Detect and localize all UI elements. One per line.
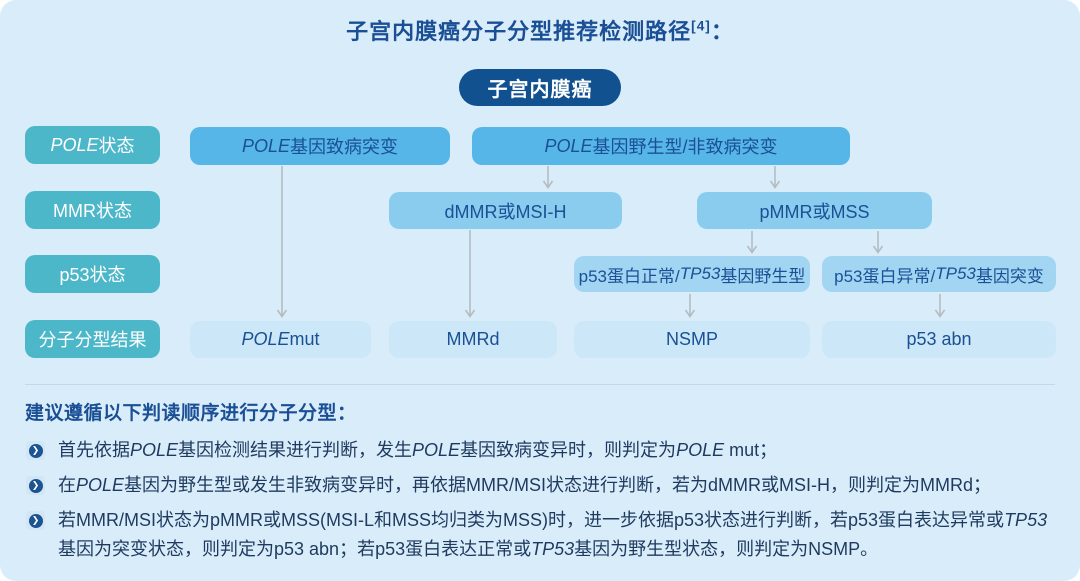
guidance-section: 建议遵循以下判读顺序进行分子分型： ❯ 首先依据POLE基因检测结果进行判断，发… (25, 398, 1057, 571)
bullet-text: 在POLE基因为野生型或发生非致病变异时，再依据MMR/MSI状态进行判断，若为… (58, 475, 992, 496)
row-label-result: 分子分型结果 (25, 320, 160, 358)
connector (684, 294, 696, 318)
bullet-text: 若MMR/MSI状态为pMMR或MSS(MSI-L和MSS均归类为MSS)时，进… (58, 510, 1048, 560)
bullet-item: ❯ 在POLE基因为野生型或发生非致病变异时，再依据MMR/MSI状态进行判断，… (25, 471, 1057, 500)
node-result-p53-abn: p53 abn (822, 321, 1056, 358)
node-pole-pathogenic: POLE 基因致病突变 (190, 127, 450, 165)
arrow-bullet-icon: ❯ (26, 441, 45, 460)
page-title: 子宫内膜癌分子分型推荐检测路径[4]： (346, 18, 734, 44)
section-divider (25, 384, 1055, 385)
row-label-p53-status: p53状态 (25, 255, 160, 293)
node-pole-wildtype: POLE 基因野生型/非致病突变 (472, 127, 850, 165)
node-result-pole-mut: POLE mut (190, 321, 371, 358)
arrow-bullet-icon: ❯ (26, 476, 45, 496)
node-result-nsmp: NSMP (574, 321, 810, 358)
bullet-item: ❯ 首先依据POLE基因检测结果进行判断，发生POLE基因致病变异时，则判定为P… (25, 436, 1057, 465)
bullet-item: ❯ 若MMR/MSI状态为pMMR或MSS(MSI-L和MSS均归类为MSS)时… (25, 506, 1057, 564)
connector (769, 166, 781, 189)
connector (464, 230, 476, 318)
node-pmmr-mss: pMMR或MSS (697, 192, 932, 229)
connector (872, 231, 884, 254)
row-label-mmr-status: MMR状态 (25, 191, 160, 229)
root-badge: 子宫内膜癌 (459, 69, 621, 106)
guidance-heading: 建议遵循以下判读顺序进行分子分型： (25, 403, 357, 424)
node-result-mmrd: MMRd (389, 321, 557, 358)
bullet-text: 首先依据POLE基因检测结果进行判断，发生POLE基因致病变异时，则判定为POL… (58, 440, 778, 460)
connector (746, 231, 758, 254)
connector (934, 294, 946, 318)
arrow-bullet-icon: ❯ (26, 511, 45, 531)
connector (276, 166, 288, 318)
connector (542, 166, 554, 189)
node-dmmr-msih: dMMR或MSI-H (389, 192, 622, 229)
row-label-pole-status: POLE 状态 (25, 126, 160, 164)
